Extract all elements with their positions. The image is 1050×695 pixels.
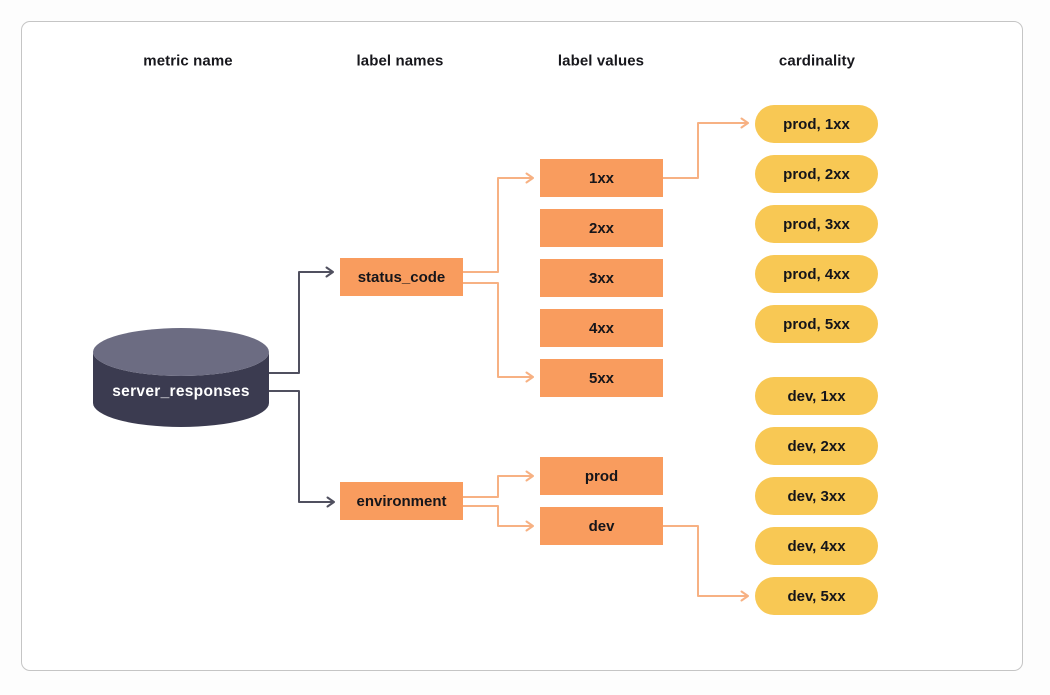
cardinality-pill-dev-2xx: dev, 2xx	[755, 427, 878, 465]
cardinality-pill-prod-3xx: prod, 3xx	[755, 205, 878, 243]
database-cylinder-icon	[93, 328, 269, 427]
column-header-label-values: label values	[557, 52, 645, 70]
cardinality-pill-dev-5xx: dev, 5xx	[755, 577, 878, 615]
cardinality-pill-prod-2xx: prod, 2xx	[755, 155, 878, 193]
label-value-5xx: 5xx	[540, 359, 663, 397]
metric-name-label: server_responses	[112, 383, 250, 400]
label-value-prod: prod	[540, 457, 663, 495]
label-value-1xx: 1xx	[540, 159, 663, 197]
label-value-3xx: 3xx	[540, 259, 663, 297]
column-header-label-names: label names	[356, 52, 444, 70]
cardinality-pill-dev-3xx: dev, 3xx	[755, 477, 878, 515]
cardinality-pill-prod-1xx: prod, 1xx	[755, 105, 878, 143]
cardinality-pill-prod-5xx: prod, 5xx	[755, 305, 878, 343]
column-header-cardinality: cardinality	[778, 52, 856, 70]
label-value-dev: dev	[540, 507, 663, 545]
cardinality-pill-prod-4xx: prod, 4xx	[755, 255, 878, 293]
cardinality-pill-dev-1xx: dev, 1xx	[755, 377, 878, 415]
label-value-4xx: 4xx	[540, 309, 663, 347]
label-name-status-code: status_code	[340, 258, 463, 296]
label-name-environment: environment	[340, 482, 463, 520]
cardinality-pill-dev-4xx: dev, 4xx	[755, 527, 878, 565]
label-value-2xx: 2xx	[540, 209, 663, 247]
column-header-metric-name: metric name	[143, 52, 233, 70]
